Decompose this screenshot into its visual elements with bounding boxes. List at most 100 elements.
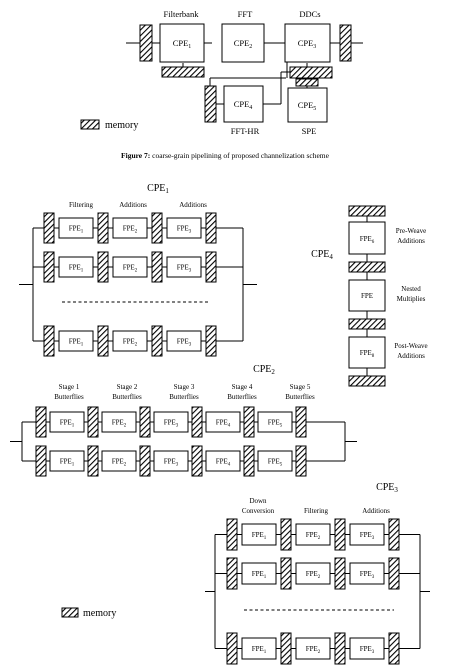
svg-text:FPE2: FPE2 — [112, 458, 127, 468]
memory-block — [348, 205, 386, 217]
fpe-box: FPE3 — [349, 637, 385, 660]
memory-block — [43, 212, 55, 244]
svg-text:FPE3: FPE3 — [360, 570, 375, 580]
cpe4-fpe-box: FPE — [348, 279, 386, 312]
svg-text:FPE3: FPE3 — [177, 225, 192, 235]
memory-block — [295, 445, 307, 477]
fpe-box: FPE3 — [166, 330, 202, 352]
memory-block — [334, 557, 346, 590]
memory-block — [295, 78, 319, 87]
svg-text:FPE1: FPE1 — [252, 645, 267, 655]
fpe-box: FPE2 — [112, 256, 148, 278]
memory-block — [226, 632, 238, 665]
svg-text:FPE2: FPE2 — [306, 645, 321, 655]
fpe-box: FPE3 — [153, 411, 189, 433]
svg-text:FPE3: FPE3 — [164, 458, 179, 468]
svg-text:FPE: FPE — [361, 292, 373, 300]
memory-block — [388, 557, 400, 590]
svg-text:FPE1: FPE1 — [69, 338, 84, 348]
svg-text:CPE3: CPE3 — [298, 38, 317, 50]
cpe3-title: CPE3 — [376, 482, 398, 494]
memory-block — [339, 24, 352, 62]
fpe-box: FPE2 — [295, 523, 331, 546]
fpe-box: FPE5 — [257, 450, 293, 472]
svg-text:FPE5: FPE5 — [268, 419, 283, 429]
memory-block — [226, 557, 238, 590]
memory-block — [191, 445, 203, 477]
memory-block — [35, 445, 47, 477]
svg-text:FPE3: FPE3 — [177, 338, 192, 348]
fpe-box: FPE2 — [101, 450, 137, 472]
fpe-box: FPE1 — [58, 217, 94, 239]
svg-text:FPE4: FPE4 — [216, 419, 231, 429]
fpe-box: FPE2 — [112, 217, 148, 239]
memory-block — [348, 375, 386, 387]
cpe2-title: CPE2 — [253, 364, 275, 376]
svg-text:FPE2: FPE2 — [123, 225, 138, 235]
svg-text:CPE2: CPE2 — [234, 38, 253, 50]
cpe3-row: FPE1 FPE2 FPE3 — [215, 557, 420, 590]
cpe3-col-label: Filtering — [304, 507, 329, 515]
svg-text:FPE3: FPE3 — [177, 264, 192, 274]
fpe-box: FPE4 — [205, 450, 241, 472]
fpe-box: FPE1 — [49, 411, 85, 433]
cpe1-row: FPE1 FPE2 FPE3 — [33, 212, 243, 244]
cpe1-col-label: Additions — [179, 201, 207, 209]
svg-text:FPE1: FPE1 — [252, 570, 267, 580]
stage-label-filterbank: Filterbank — [164, 9, 200, 19]
svg-text:FPE3: FPE3 — [164, 419, 179, 429]
fpe-box: FPE2 — [295, 562, 331, 585]
fpe-box: FPE1 — [49, 450, 85, 472]
memory-block — [226, 518, 238, 551]
cpe3-col-label: Additions — [362, 507, 390, 515]
memory-block — [243, 445, 255, 477]
cpe1-col-label: Filtering — [69, 201, 94, 209]
fpe-box: FPE2 — [101, 411, 137, 433]
fpe-box: FPE1 — [241, 637, 277, 660]
cpe3-row: FPE1 FPE2 FPE3 — [215, 632, 420, 665]
fpe-box: FPE3 — [349, 523, 385, 546]
svg-text:FPE2: FPE2 — [123, 338, 138, 348]
fpe-box: FPE3 — [153, 450, 189, 472]
svg-text:CPE4: CPE4 — [234, 99, 253, 111]
svg-text:FPE3: FPE3 — [360, 645, 375, 655]
fpe-box: FPE2 — [295, 637, 331, 660]
fpe-box: FPE4 — [205, 411, 241, 433]
memory-block — [97, 325, 109, 357]
memory-block — [334, 632, 346, 665]
memory-block — [151, 212, 163, 244]
memory-block — [191, 406, 203, 438]
svg-text:FPE1: FPE1 — [252, 531, 267, 541]
memory-block — [289, 66, 333, 79]
memory-block — [97, 251, 109, 283]
memory-block — [43, 325, 55, 357]
fpe-box: FPE5 — [257, 411, 293, 433]
memory-legend-icon — [61, 607, 79, 618]
memory-block — [139, 24, 153, 62]
memory-block — [87, 445, 99, 477]
svg-text:CPE5: CPE5 — [298, 100, 317, 112]
cpe2-block: CPE2 — [221, 23, 265, 63]
cpe1-row: FPE1 FPE2 FPE3 — [33, 325, 243, 357]
fpe-box: FPE3 — [166, 217, 202, 239]
memory-legend-icon — [80, 119, 100, 130]
fpe-box: FPE2 — [112, 330, 148, 352]
svg-text:FPE2: FPE2 — [112, 419, 127, 429]
figure-7: Filterbank FFT DDCs CPE1 CPE2 CPE3 CPE4 … — [80, 9, 363, 160]
memory-block — [43, 251, 55, 283]
cpe1-col-label: Additions — [119, 201, 147, 209]
